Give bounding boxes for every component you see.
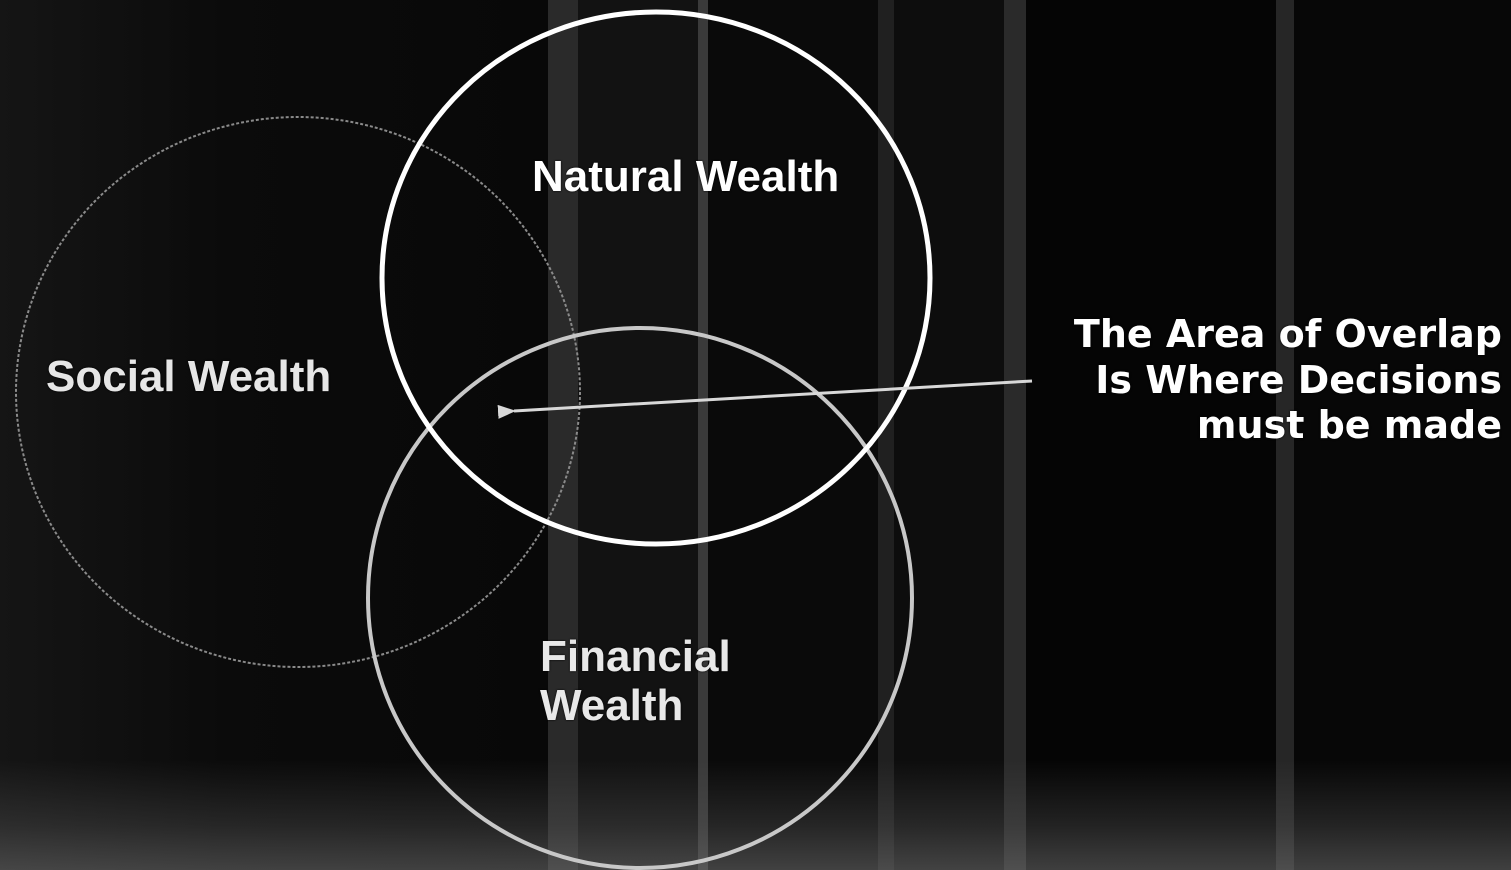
financial-wealth-label-line1: Financial: [540, 632, 731, 681]
overlap-annotation-line1: The Area of Overlap: [1073, 312, 1502, 356]
background-band: [548, 0, 578, 870]
background-band: [878, 0, 894, 870]
background-haze: [0, 760, 1511, 870]
overlap-annotation-line2: Is Where Decisions: [1095, 357, 1502, 402]
background-band: [1276, 0, 1294, 870]
background-band: [1026, 0, 1276, 870]
social-wealth-label: Social Wealth: [46, 352, 332, 401]
overlap-annotation: The Area of Overlap Is Where Decisions m…: [1026, 312, 1502, 449]
overlap-arrow: [497, 379, 1033, 419]
background-band: [1004, 0, 1026, 870]
overlap-annotation-line3: must be made: [1196, 403, 1502, 448]
social-wealth-circle: [15, 116, 581, 668]
background-band: [708, 0, 878, 870]
natural-wealth-circle: [379, 9, 933, 547]
background-band: [578, 0, 698, 870]
background-band: [1294, 0, 1511, 870]
financial-wealth-circle: [366, 326, 914, 870]
background-band: [0, 0, 560, 870]
financial-wealth-label-line2: Wealth: [540, 681, 684, 731]
background-band: [894, 0, 1004, 870]
background-band: [698, 0, 708, 870]
natural-wealth-label: Natural Wealth: [532, 152, 840, 201]
financial-wealth-label: Financial Wealth: [540, 632, 800, 731]
